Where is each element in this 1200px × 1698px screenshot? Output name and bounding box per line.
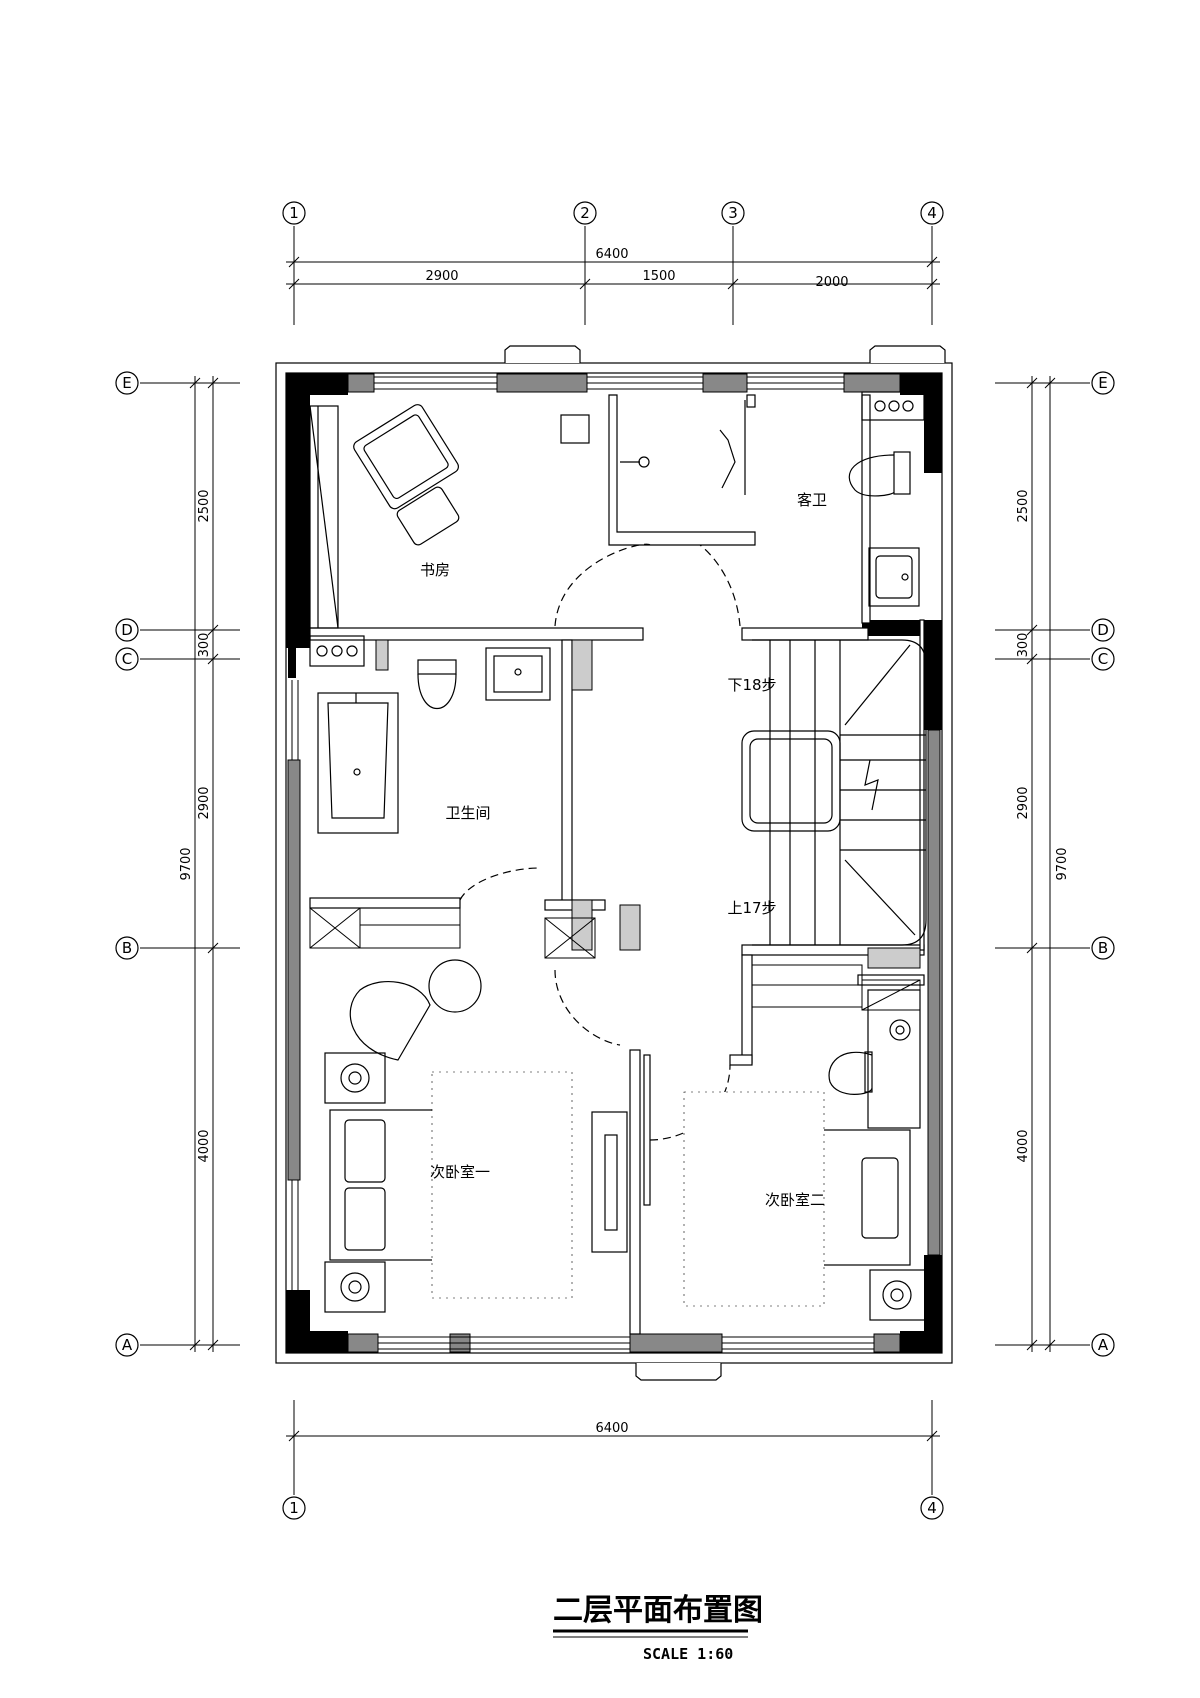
axis-label-col-3-top: 3 — [728, 204, 738, 222]
axis-label-row-e-right: E — [1098, 374, 1107, 392]
building-outline — [275, 362, 953, 1364]
rug-bedroom-2 — [683, 1091, 825, 1307]
bay-projections — [504, 345, 946, 1381]
axis-label-col-4-top: 4 — [927, 204, 937, 222]
dim-left-seg-2: 300 — [197, 633, 212, 658]
dim-left-total: 9700 — [179, 847, 194, 880]
bedroom-2-furniture — [719, 989, 926, 1321]
staircase — [741, 639, 927, 946]
bathroom-fixtures — [317, 647, 551, 834]
dim-right-seg-3: 2900 — [1016, 786, 1031, 819]
axis-label-row-a-left: A — [122, 1336, 133, 1354]
door-swings — [459, 543, 741, 1141]
axis-label-row-d-left: D — [121, 621, 133, 639]
dim-left-seg-4: 4000 — [197, 1129, 212, 1162]
axis-label-row-a-right: A — [1098, 1336, 1109, 1354]
windows — [291, 376, 874, 1350]
dimension-lines — [189, 256, 1056, 1442]
dim-top-seg-3: 2000 — [815, 275, 848, 290]
drawing-title: 二层平面布置图 — [553, 1593, 763, 1628]
rug-bedroom-1 — [431, 1071, 573, 1299]
exterior-walls — [286, 373, 942, 1353]
wardrobes — [309, 907, 921, 1011]
axis-label-row-e-left: E — [122, 374, 131, 392]
axis-label-row-b-left: B — [122, 939, 132, 957]
drawing-scale: SCALE 1:60 — [643, 1645, 733, 1663]
axis-label-col-4-bottom: 4 — [927, 1499, 937, 1517]
axis-label-col-1-top: 1 — [289, 204, 299, 222]
room-label-guest-wc: 客卫 — [797, 491, 827, 509]
axis-label-col-1-bottom: 1 — [289, 1499, 299, 1517]
study-furniture — [309, 404, 590, 629]
dim-bottom-total: 6400 — [595, 1421, 628, 1436]
bedroom-1-furniture — [324, 959, 628, 1313]
axis-bubbles — [115, 201, 1115, 1520]
axis-lines — [140, 226, 1090, 1495]
axis-label-row-c-left: C — [122, 650, 132, 668]
column-hatch — [375, 639, 921, 969]
dim-right-total: 9700 — [1055, 847, 1070, 880]
stair-label-down: 下18步 — [727, 676, 776, 694]
guest-wc-fixtures — [848, 391, 925, 607]
room-label-bedroom-1: 次卧室一 — [430, 1163, 490, 1181]
dim-left-seg-1: 2500 — [197, 489, 212, 522]
dim-right-seg-4: 4000 — [1016, 1129, 1031, 1162]
dim-top-total: 6400 — [595, 247, 628, 262]
dim-left-seg-3: 2900 — [197, 786, 212, 819]
dim-top-seg-1: 2900 — [425, 269, 458, 284]
axis-label-row-c-right: C — [1098, 650, 1108, 668]
room-label-study: 书房 — [420, 561, 450, 579]
room-label-bedroom-2: 次卧室二 — [765, 1191, 825, 1209]
bath-cabinet — [309, 635, 365, 667]
stair-label-up: 上17步 — [727, 899, 776, 917]
dim-top-seg-2: 1500 — [642, 269, 675, 284]
axis-label-col-2-top: 2 — [580, 204, 590, 222]
dim-right-seg-1: 2500 — [1016, 489, 1031, 522]
interior-walls — [309, 394, 925, 1335]
dim-right-seg-2: 300 — [1016, 633, 1031, 658]
room-label-bathroom: 卫生间 — [445, 804, 490, 822]
axis-label-row-b-right: B — [1098, 939, 1108, 957]
shower-fixture — [620, 400, 746, 495]
axis-label-row-d-right: D — [1097, 621, 1109, 639]
